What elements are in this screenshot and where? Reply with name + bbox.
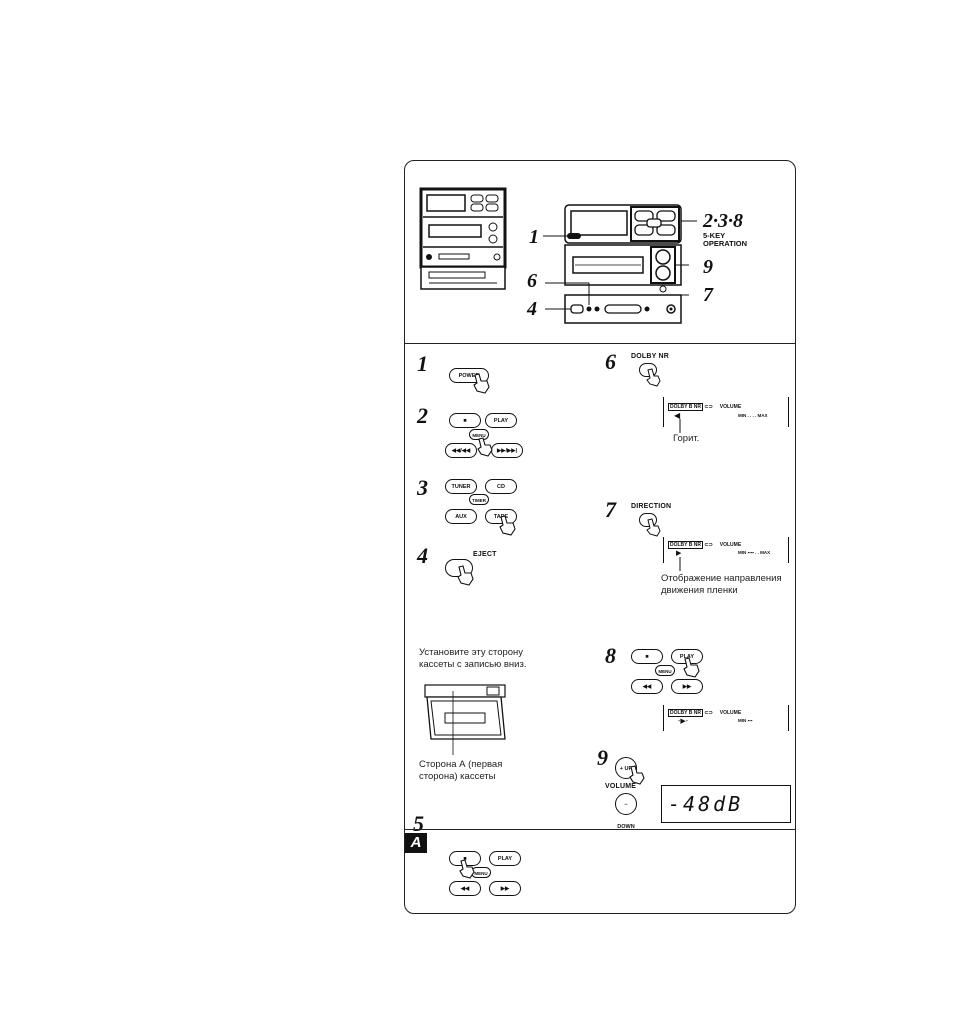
- step-1-number: 1: [417, 351, 428, 376]
- hand-pointer-icon: [457, 565, 474, 586]
- callout-4: 4: [527, 298, 537, 320]
- dolby-nr-label: DOLBY NR: [631, 353, 670, 360]
- cd-button[interactable]: CD: [485, 479, 517, 494]
- volume-max-label: MAX: [757, 413, 768, 418]
- unit-diagram: [543, 204, 697, 324]
- volume-label: VOLUME: [719, 542, 742, 548]
- cassette-insertion-illustration: [424, 684, 506, 755]
- direction-blink-icon: -▶-: [678, 718, 689, 725]
- hand-pointer-icon: [683, 657, 700, 678]
- fast-forward-button[interactable]: ▶▶/▶▶|: [491, 443, 523, 458]
- display-play: DOLBY B NR ⊂⊃ VOLUME -▶- MIN ▪▪▪: [663, 705, 789, 731]
- divider-bottom: [405, 829, 795, 830]
- aux-button[interactable]: AUX: [445, 509, 477, 524]
- callout-1: 1: [529, 226, 539, 248]
- volume-min-label: MIN: [738, 413, 747, 418]
- display-direction: DOLBY B NR ⊂⊃ VOLUME ▶ MIN ▪▪▪▪ . . MAX: [663, 537, 789, 563]
- display-dolby: DOLBY B NR ⊂⊃ VOLUME ◀ MIN . . . . MAX: [663, 397, 789, 427]
- callout-7: 7: [703, 284, 713, 306]
- volume-label: VOLUME: [719, 404, 742, 410]
- five-key-label: 5-KEY: [703, 231, 726, 240]
- hand-pointer-icon: [646, 368, 661, 387]
- volume-db-readout: -48dB: [668, 792, 744, 816]
- step-8-number: 8: [605, 643, 616, 668]
- direction-left-icon: ◀: [674, 411, 681, 420]
- step-3-number: 3: [417, 475, 428, 500]
- unit-thumbnail: [419, 187, 507, 290]
- side-a-caption-line1: Сторона А (первая: [419, 759, 503, 770]
- step-7-number: 7: [605, 497, 616, 522]
- volume-down-button[interactable]: − DOWN: [615, 793, 637, 830]
- hand-pointer-icon: [473, 373, 490, 394]
- repeat-icon: ⊂⊃: [704, 542, 713, 548]
- menu-button-step8[interactable]: MENU: [655, 665, 675, 676]
- step-6-number: 6: [605, 349, 616, 374]
- rewind-button-a[interactable]: ◀◀: [449, 881, 481, 896]
- repeat-icon: ⊂⊃: [704, 404, 713, 410]
- dolby-indicator: DOLBY B NR: [668, 403, 704, 411]
- volume-min-label: MIN: [738, 550, 747, 555]
- callout-9: 9: [703, 256, 713, 278]
- repeat-icon: ⊂⊃: [704, 710, 713, 716]
- lit-caption: Горит.: [673, 433, 700, 444]
- indicator-line: [679, 419, 681, 433]
- divider-top: [405, 343, 795, 344]
- eject-label: EJECT: [473, 551, 497, 558]
- hand-pointer-icon: [629, 765, 645, 785]
- instruction-panel: 1 2·3·8 5-KEY OPERATION 9 6 7 4 1 POWER …: [404, 160, 796, 914]
- dolby-indicator: DOLBY B NR: [668, 709, 704, 717]
- section-a-badge: A: [405, 833, 427, 853]
- fast-forward-button-step8[interactable]: ▶▶: [671, 679, 703, 694]
- callout-2-3-8: 2·3·8: [703, 210, 743, 232]
- volume-max-label: MAX: [760, 550, 771, 555]
- rewind-button[interactable]: ◀◀/◀◀: [445, 443, 477, 458]
- direction-caption: Отображение направления движения пленки: [661, 573, 782, 596]
- timer-button[interactable]: TIMER: [469, 494, 489, 505]
- insert-instruction-line2: кассеты с записью вниз.: [419, 659, 527, 670]
- volume-up-button[interactable]: + UP: [615, 757, 637, 779]
- hand-pointer-icon: [646, 518, 661, 537]
- play-button[interactable]: PLAY: [485, 413, 517, 428]
- hand-pointer-icon: [477, 437, 493, 457]
- step-9-number: 9: [597, 745, 608, 770]
- hand-pointer-icon: [499, 515, 516, 536]
- dolby-indicator: DOLBY B NR: [668, 541, 704, 549]
- side-a-caption-line2: сторона) кассеты: [419, 771, 496, 782]
- direction-label: DIRECTION: [631, 503, 672, 510]
- fast-forward-button-a[interactable]: ▶▶: [489, 881, 521, 896]
- hand-pointer-icon: [459, 859, 475, 879]
- direction-right-icon: ▶: [676, 550, 682, 557]
- stop-button-step8[interactable]: ■: [631, 649, 663, 664]
- step-4-number: 4: [417, 543, 428, 568]
- display-volume: -48dB: [661, 785, 791, 823]
- step-2-number: 2: [417, 403, 428, 428]
- volume-min-label: MIN: [738, 718, 747, 723]
- operation-label: OPERATION: [703, 239, 748, 248]
- volume-label: VOLUME: [719, 710, 742, 716]
- insert-instruction-line1: Установите эту сторону: [419, 647, 524, 658]
- volume-label-step9: VOLUME: [605, 783, 637, 790]
- stop-button[interactable]: ■: [449, 413, 481, 428]
- indicator-line: [679, 557, 681, 571]
- rewind-button-step8[interactable]: ◀◀: [631, 679, 663, 694]
- callout-6: 6: [527, 270, 537, 292]
- tuner-button[interactable]: TUNER: [445, 479, 477, 494]
- play-button-a[interactable]: PLAY: [489, 851, 521, 866]
- step-5-number: 5: [413, 811, 424, 836]
